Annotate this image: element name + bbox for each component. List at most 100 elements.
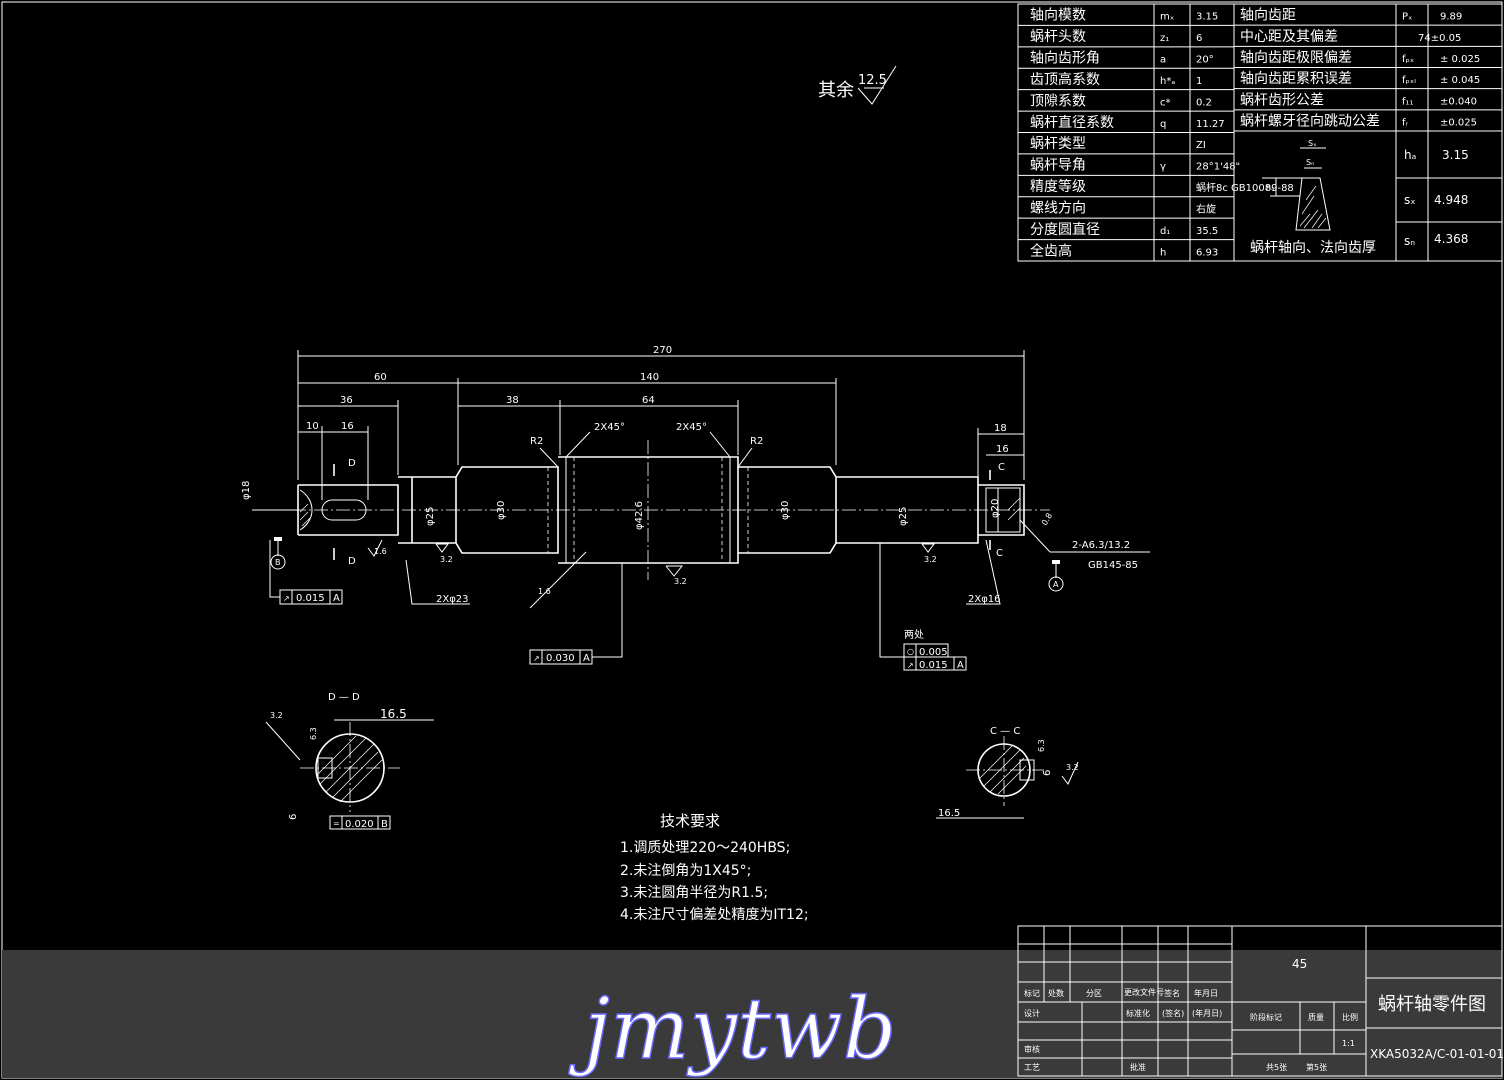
spec-left-sym-0: mₓ	[1160, 12, 1174, 23]
spec-left-val-4: 0.2	[1196, 97, 1212, 108]
scale-value: 1:1	[1342, 1039, 1355, 1048]
spec-left-sym-4: c*	[1160, 97, 1171, 108]
spec-left-val-7: 28°1'48"	[1196, 162, 1240, 173]
dim-140: 140	[640, 372, 659, 383]
dia-30b: φ30	[780, 501, 791, 520]
spec-left-val-9: 右旋	[1196, 202, 1216, 215]
center-hole-std: GB145-85	[1088, 560, 1138, 571]
spec-right-name-0: 轴向齿距	[1240, 8, 1296, 24]
shaft-main-view: 270 60 140 36 38 64 10 16 18 1	[241, 345, 1150, 671]
dim-38: 38	[506, 395, 519, 406]
svg-text:更改文件号: 更改文件号	[1124, 987, 1164, 997]
phi-16-note: 2Xφ16	[968, 594, 1001, 605]
section-mark-c-top: C	[998, 462, 1005, 473]
section-mark-c-bot: C	[996, 548, 1003, 559]
tech-item-1: 1.调质处理220～240HBS;	[620, 840, 790, 856]
section-dd-rough1: 3.2	[270, 711, 283, 720]
rough-3-2b: 3.2	[674, 577, 687, 586]
rb-val-1: 4.948	[1434, 193, 1468, 207]
tolerance-frame-1: ↗ 0.015 A	[269, 540, 343, 605]
spec-left-name-0: 轴向模数	[1030, 8, 1086, 24]
keyway	[321, 499, 367, 521]
spec-left-val-8: 蜗杆8c GB10089-88	[1196, 182, 1294, 194]
datum-a-label: A	[1053, 580, 1059, 589]
spec-left-val-5: 11.27	[1196, 119, 1225, 130]
title-block: 标记 处数 分区 更改文件号 签名 年月日 设计 标准化 (签名) (年月日) …	[1017, 925, 1504, 1077]
section-d-d: D — D 16.5 6 3.2 6.3 = 0.020 B	[265, 692, 434, 830]
dim-16b: 16	[996, 444, 1009, 455]
tech-item-3: 3.未注圆角半径为R1.5;	[620, 885, 768, 901]
svg-text:A: A	[333, 593, 340, 604]
spec-left-name-3: 齿顶高系数	[1030, 71, 1100, 88]
svg-text:B: B	[381, 819, 388, 830]
svg-text:分区: 分区	[1086, 989, 1102, 998]
radius-r2b: R2	[750, 436, 763, 447]
spec-right-name-3: 轴向齿距累积误差	[1240, 71, 1352, 87]
rb-sym-0: hₐ	[1404, 148, 1416, 162]
spec-left-sym-10: d₁	[1160, 226, 1170, 237]
spec-right-val-5: ±0.025	[1440, 117, 1477, 128]
spec-left-sym-5: q	[1160, 119, 1166, 130]
svg-text:标记: 标记	[1024, 988, 1040, 998]
phi-23-note: 2Xφ23	[436, 594, 469, 605]
spec-left-val-2: 20°	[1196, 55, 1214, 66]
rb-val-2: 4.368	[1434, 232, 1468, 246]
dim-10: 10	[306, 421, 319, 432]
radius-r2a: R2	[530, 436, 543, 447]
spec-left-name-5: 蜗杆直径系数	[1030, 114, 1114, 131]
dim-18: 18	[994, 423, 1007, 434]
svg-text:↗: ↗	[533, 654, 540, 663]
spec-right-sym-5: fᵣ	[1402, 117, 1409, 128]
rough-3-2c: 3.2	[924, 555, 937, 564]
chamfer-2: 2X45°	[676, 422, 707, 433]
svg-text:第5张: 第5张	[1306, 1062, 1327, 1072]
roughness-label: 其余	[818, 80, 854, 101]
datum-b: B	[270, 537, 286, 570]
dim-36: 36	[340, 395, 353, 406]
dia-25a: φ25	[425, 507, 436, 526]
dim-270: 270	[653, 345, 672, 356]
dia-25b: φ25	[898, 507, 909, 526]
spec-left-val-1: 6	[1196, 33, 1202, 44]
spec-right-name-2: 轴向齿距极限偏差	[1240, 50, 1352, 66]
datum-a: A	[1048, 560, 1064, 592]
svg-text:标准化: 标准化	[1126, 1008, 1150, 1018]
dia-20: φ20	[990, 499, 1001, 518]
rb-sym-2: sₙ	[1404, 234, 1415, 248]
svg-text:A: A	[957, 660, 964, 671]
section-c-c: C — C 16.5 6 6.3 3.2	[936, 726, 1079, 819]
spec-left-name-9: 螺线方向	[1030, 200, 1086, 216]
rb-val-0: 3.15	[1442, 148, 1469, 162]
tech-item-4: 4.未注尺寸偏差处精度为IT12;	[620, 907, 809, 923]
two-places-label: 两处	[904, 629, 924, 641]
spec-right-sym-4: f₁₁	[1402, 96, 1414, 107]
technical-requirements: 技术要求 1.调质处理220～240HBS; 2.未注倒角为1X45°; 3.未…	[620, 812, 809, 923]
spec-left-name-7: 蜗杆导角	[1030, 158, 1086, 174]
dim-16a: 16	[341, 421, 354, 432]
spec-left-name-10: 分度圆直径	[1030, 221, 1100, 238]
svg-text:(年月日): (年月日)	[1192, 1008, 1222, 1018]
spec-left-name-1: 蜗杆头数	[1030, 29, 1086, 45]
spec-left-sym-1: z₁	[1160, 33, 1169, 44]
center-hole-note: 2-A6.3/13.2	[1072, 540, 1130, 551]
tooth-profile-sketch: Sₓ Sₙ hₐ 蜗杆轴向、法向齿厚	[1250, 139, 1376, 256]
spec-left-name-11: 全齿高	[1030, 242, 1072, 259]
datum-b-label: B	[275, 558, 281, 567]
dia-42: φ42.6	[634, 501, 645, 530]
rb-sym-1: sₓ	[1404, 193, 1416, 207]
section-dd-title: D — D	[328, 692, 360, 703]
svg-text:=: =	[333, 819, 340, 828]
section-cc-rough1: 3.2	[1066, 763, 1079, 772]
svg-text:比例: 比例	[1342, 1012, 1358, 1022]
spec-left-val-6: ZI	[1196, 140, 1206, 151]
profile-sn: Sₙ	[1306, 158, 1314, 167]
spec-left-sym-7: γ	[1160, 162, 1166, 173]
svg-text:处数: 处数	[1048, 988, 1064, 998]
spec-right-val-0: 9.89	[1440, 12, 1462, 23]
svg-text:0.015: 0.015	[296, 593, 325, 604]
rough-1-6a: 1.6	[374, 547, 387, 556]
chamfer-1: 2X45°	[594, 422, 625, 433]
dimensions: 270 60 140 36 38 64 10 16 18 1	[241, 345, 1150, 609]
spec-right-name-1: 中心距及其偏差	[1240, 29, 1338, 45]
